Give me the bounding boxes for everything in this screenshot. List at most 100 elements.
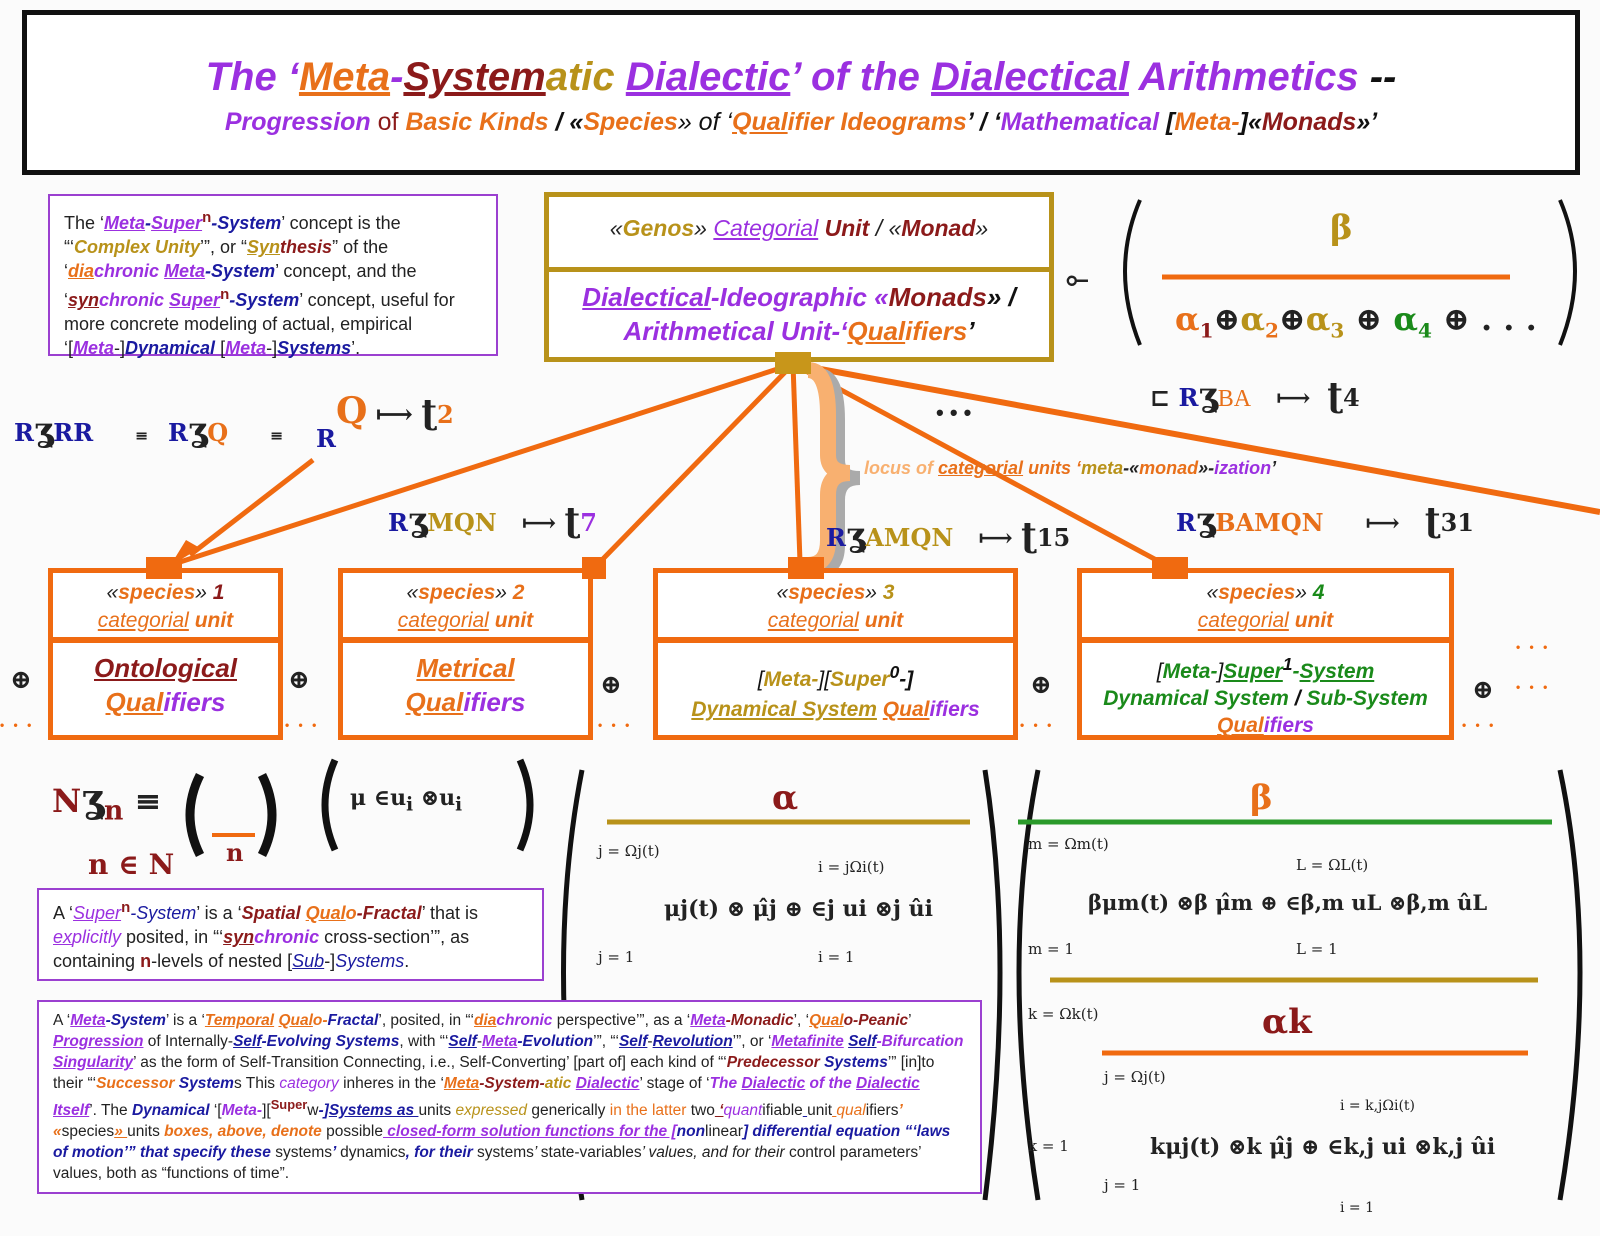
t: ⟼ <box>375 400 413 430</box>
dots: • • • <box>598 718 633 732</box>
sum-lower: i = 1 <box>1340 1200 1375 1216</box>
t: 31 <box>1440 508 1474 537</box>
t: categorial <box>938 458 1024 478</box>
bracket-left <box>1123 199 1142 346</box>
t: o <box>345 903 357 923</box>
t: α <box>1393 300 1418 338</box>
t: Meta <box>164 261 206 281</box>
t: R <box>14 418 34 447</box>
meta-note-segment: ] differential equation “‘laws of motion… <box>53 1123 951 1162</box>
bracket <box>982 769 1003 1201</box>
meta-note-segment: Dialectic <box>575 1075 640 1092</box>
t: » <box>694 215 714 241</box>
t: 1 <box>1199 318 1214 343</box>
meta-note-segment: two <box>690 1102 715 1120</box>
bracket <box>185 772 205 858</box>
t: Syn <box>247 237 281 257</box>
t: μ <box>350 785 367 811</box>
t: α <box>1175 300 1200 338</box>
title-text: - <box>390 55 404 99</box>
t: Unit-‘ <box>773 316 848 346</box>
meta-note-segment: ’ <box>332 1144 341 1162</box>
t: »- <box>1198 458 1215 478</box>
meta-note-segment: ’, posited, in “‘ <box>378 1012 475 1029</box>
meta-note-segment: category <box>279 1075 339 1092</box>
meta-note-segment: expressed <box>451 1102 532 1120</box>
t: -System <box>130 903 197 923</box>
t: categorial <box>397 609 489 632</box>
sum-upper: j = Ωj(t) <box>1104 1068 1166 1086</box>
meta-note-segment: - <box>476 1033 483 1050</box>
t: n <box>220 286 230 303</box>
subtitle-text: of <box>370 108 406 136</box>
title-box: The ‘Meta-Systematic Dialectic’ of the D… <box>22 10 1580 175</box>
meta-note-segment: ’ is a ‘ <box>165 1012 205 1029</box>
meta-note-segment: of the <box>805 1075 857 1092</box>
dots: • • • <box>1516 680 1551 694</box>
meta-note-segment: -Evolution <box>517 1033 594 1050</box>
t: categorial <box>1197 609 1289 632</box>
t: -] <box>899 668 914 691</box>
meta-note-segment: systems <box>275 1144 333 1162</box>
t: species <box>1218 581 1296 604</box>
subtitle-text: Qual <box>732 108 788 136</box>
t: [ <box>215 338 226 358</box>
t: 0 <box>889 662 900 682</box>
dots: • • • <box>1020 718 1055 732</box>
subtitle-text: ifier Ideograms <box>787 108 967 136</box>
meta-note-segment: in the latter <box>605 1102 691 1120</box>
meta-note-segment: generically <box>531 1102 606 1120</box>
t: 4 <box>1417 318 1432 343</box>
t: 2 <box>437 400 454 429</box>
ideogram-mqn: RʓMQN ⟼ ʈ7 <box>388 500 597 540</box>
t: ’ <box>967 316 975 346</box>
t: ⊕ . . . <box>1443 300 1537 338</box>
t: Complex Unity <box>74 237 201 257</box>
t: Super <box>169 290 221 310</box>
t: Monads <box>888 282 987 312</box>
t: Systems <box>277 338 352 358</box>
t: Qual <box>305 903 346 923</box>
genos-hub <box>775 352 811 374</box>
meta-note-segment: ’ stage of ‘ <box>639 1075 710 1092</box>
arrow-from-qhat <box>188 458 315 557</box>
t: -] <box>114 338 126 358</box>
t: Sub <box>292 951 325 971</box>
meta-note-segment: Meta- <box>221 1102 263 1120</box>
t: 1 <box>212 581 225 604</box>
meta-note-segment: Super <box>270 1097 308 1112</box>
t: R <box>388 508 408 537</box>
t: R <box>1178 383 1199 412</box>
meta-note-segment: -] <box>318 1102 329 1120</box>
t: thesis <box>280 237 333 257</box>
meta-note-segment: Qual <box>278 1012 313 1029</box>
t: RR <box>53 418 94 447</box>
meta-note-segment: ’” [in]to their “‘ <box>53 1054 935 1092</box>
bracket-right <box>1558 199 1577 346</box>
t: Sub-System <box>1306 687 1428 710</box>
t: ⟼ <box>978 523 1013 552</box>
sum-upper: i = k,jΩi(t) <box>1340 1098 1416 1114</box>
meta-note-segment: s This <box>233 1075 280 1092</box>
t: dia <box>68 261 95 281</box>
sum-lower: k = 1 <box>1028 1137 1069 1155</box>
meta-note-segment: A ‘ <box>53 1012 71 1029</box>
t: ⊕ <box>1213 300 1241 338</box>
meta-note-segment: Self <box>448 1033 477 1050</box>
t: / <box>1288 687 1307 710</box>
t: Qual <box>405 687 464 717</box>
t: » <box>975 215 989 241</box>
t: ≡ <box>134 782 162 820</box>
t: Meta- <box>763 668 819 691</box>
meta-note-segment: control parameters <box>788 1144 919 1162</box>
oplus-icon: ⊕ <box>288 665 310 695</box>
subtitle-text: Monads <box>1261 108 1357 136</box>
meta-note-segment: Itself <box>53 1102 90 1120</box>
species-4-hub <box>1152 557 1188 579</box>
t: ’ concept is the “‘ <box>64 213 401 257</box>
page-subtitle: Progression of Basic Kinds / «Species» o… <box>27 108 1575 137</box>
n-in-N: n ∈ N <box>88 848 175 881</box>
t: i <box>406 794 414 816</box>
t: -System <box>211 213 282 233</box>
